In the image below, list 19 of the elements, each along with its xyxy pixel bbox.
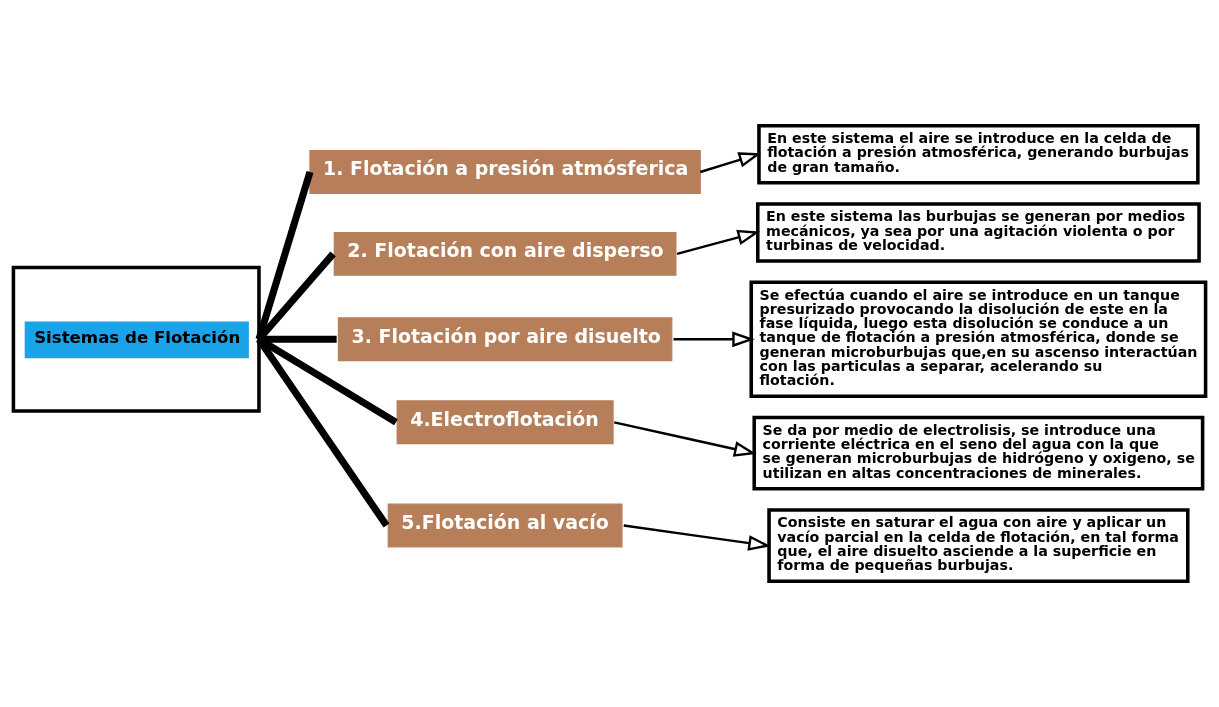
arrow bbox=[673, 331, 755, 348]
node-box: 4.Electroflotación bbox=[396, 400, 614, 445]
node-box: 1. Flotación a presión atmósferica bbox=[309, 150, 701, 194]
node-box: En este sistema las burbujas se generan por medios mecánicos, ya sea por una agitación violenta o por turbinas de velocidad. bbox=[756, 202, 1201, 263]
connector bbox=[256, 337, 390, 528]
arrow bbox=[699, 152, 762, 174]
arrow bbox=[614, 421, 757, 457]
arrow bbox=[676, 229, 761, 255]
node-box: Sistemas de Flotación bbox=[11, 265, 261, 413]
connector bbox=[256, 251, 336, 342]
node-box: 5.Flotación al vacío bbox=[387, 503, 623, 548]
node-box: Se da por medio de electrolisis, se introduce una corriente eléctrica en el seno del agua con la que se generan microburbujas de hidrógeno y oxigeno, se utilizan en altas concentraciones de minerales. bbox=[752, 415, 1205, 491]
node-box: Se efectúa cuando el aire se introduce en un tanque presurizado provocando la disolución de este en la fase líquida, luego esta disolución se conduce a un tanque de flotación a presión atmosférica, donde se generan microburbujas que,en su ascenso interactúan con las particulas a separar, acelerando su flotación. bbox=[749, 280, 1208, 398]
node-box: 2. Flotación con aire disperso bbox=[333, 231, 677, 276]
node-box: 3. Flotación por aire disuelto bbox=[337, 317, 673, 362]
connector bbox=[255, 170, 314, 341]
arrow bbox=[623, 524, 771, 551]
node-box: Consiste en saturar el agua con aire y aplicar un vacío parcial en la celda de flotación, en tal forma que, el aire disuelto asciende a la superficie en forma de pequeñas burbujas. bbox=[767, 508, 1190, 584]
node-box: En este sistema el aire se introduce en la celda de flotación a presión atmosférica, generando burbujas de gran tamaño. bbox=[757, 123, 1200, 185]
